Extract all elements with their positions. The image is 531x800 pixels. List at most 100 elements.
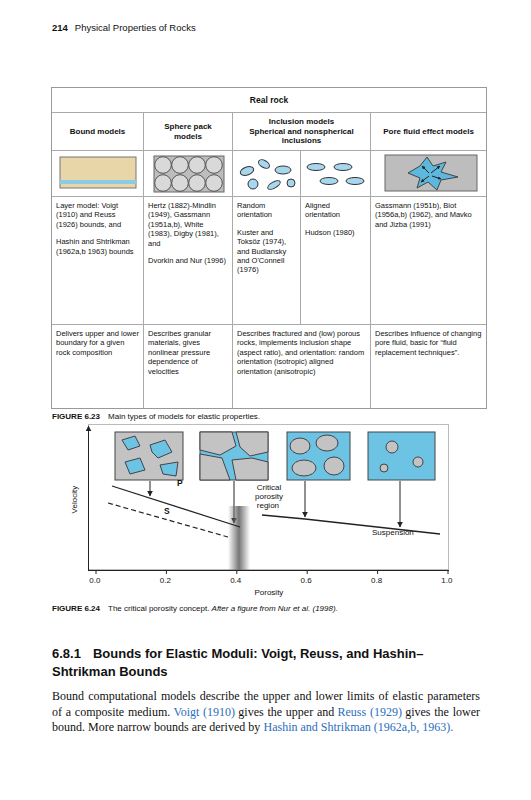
cell-text: Hertz (1882)-Mindlin (1949), Gassmann (1…: [148, 201, 228, 248]
pore: [122, 436, 140, 450]
axis-title-block: Porosity: [240, 588, 300, 597]
cell-text: Describes fractured and (low) porous roc…: [237, 329, 366, 376]
grain: [200, 454, 230, 480]
region-label-block: Critical porosity region: [243, 483, 295, 511]
rock-sketch: [200, 432, 268, 480]
layer-sketch: [60, 157, 136, 188]
sphere: [206, 175, 223, 192]
table-cell: Aligned orientationHudson (1980): [300, 196, 370, 324]
table-cell: Random orientationKuster and Toksöz (197…: [232, 196, 300, 324]
pore-fluid: [408, 157, 458, 190]
cell-text: Layer model: Voigt (1910) and Reuss (192…: [56, 201, 139, 229]
pressure-arrow: [432, 176, 441, 179]
inclusion: [266, 179, 281, 191]
tick-label: 0.6: [301, 576, 312, 585]
curve-label: P: [177, 478, 183, 488]
figure-caption: FIGURE 6.24: [52, 604, 100, 613]
tick-label-block: 1.0: [433, 576, 463, 585]
model-table: Real rockBound modelsSphere pack modelsI…: [52, 88, 486, 408]
column-header: Pore fluid effect models: [383, 127, 474, 137]
grain: [232, 458, 268, 480]
body-paragraph: Reuss (1929): [337, 705, 401, 719]
s-velocity-curve: [108, 503, 228, 537]
table-cell: Delivers upper and lower boundary for a …: [52, 324, 143, 408]
tick-label-block: 0.8: [363, 576, 393, 585]
column-header-cell: Bound models: [52, 112, 143, 150]
pressure-arrow: [421, 176, 429, 182]
critical-band: [228, 506, 250, 570]
column-header: Spherical and nonspherical inclusions: [241, 127, 362, 146]
table-cell: Describes influence of changing pore flu…: [370, 324, 486, 408]
curve-label-block: P: [177, 478, 191, 488]
table-rule: [143, 150, 144, 196]
cell-text: Describes influence of changing pore flu…: [375, 329, 482, 357]
cell-text: Delivers upper and lower boundary for a …: [56, 329, 139, 357]
grain: [386, 441, 398, 453]
grain: [324, 457, 344, 475]
body-paragraph: gives the upper and: [238, 705, 334, 719]
table-rule: [300, 150, 301, 196]
cell-text: Dvorkin and Nur (1996): [148, 256, 228, 265]
cell-text: Gassmann (1951b), Biot (1956a,b) (1962),…: [375, 201, 482, 229]
x-axis: [88, 570, 449, 571]
p-velocity-curve: [112, 486, 240, 527]
running-head: Physical Properties of Rocks: [75, 22, 196, 33]
grain-sketch: [385, 155, 477, 191]
running-head: 214: [52, 22, 68, 33]
cell-text: Kuster and Toksöz (1974), and Budiansky …: [237, 228, 296, 275]
table-cell: Layer model: Voigt (1910) and Reuss (192…: [52, 196, 143, 324]
tick-label: 1.0: [441, 576, 452, 585]
figure-caption-block: FIGURE 6.23Main types of models for elas…: [52, 412, 482, 421]
column-header-cell: Inclusion modelsSpherical and nonspheric…: [232, 112, 370, 150]
grain: [292, 460, 316, 476]
sphere: [172, 157, 189, 174]
sphere: [206, 157, 223, 174]
section-heading: 6.8.1: [52, 646, 81, 661]
sphere: [189, 175, 206, 192]
axis-tick: [448, 570, 449, 574]
grain: [236, 432, 268, 456]
inclusion: [307, 164, 325, 171]
inclusion: [346, 178, 364, 185]
figure-caption: After a figure from Nur et al. (1998).: [212, 604, 338, 613]
table-cell: Describes granular materials, gives nonl…: [143, 324, 232, 408]
pressure-arrow: [431, 166, 440, 173]
axis-tick: [166, 570, 167, 574]
table-rule: [370, 150, 371, 196]
plot-frame: [89, 425, 449, 570]
pointer-arrow: [400, 481, 401, 527]
inclusion: [239, 165, 255, 177]
cell-text: Hudson (1980): [305, 228, 366, 237]
grain: [290, 438, 310, 454]
axis-tick: [307, 570, 308, 574]
inclusion: [257, 158, 271, 170]
axis-tick: [236, 570, 237, 574]
region-label: Suspension: [372, 528, 414, 537]
sphere: [189, 157, 206, 174]
tick-label-block: 0.6: [292, 576, 322, 585]
column-header: Inclusion models: [269, 117, 334, 127]
sphere: [155, 175, 172, 192]
axis-title-block: Velocity: [70, 469, 79, 529]
running-head-block: 214 Physical Properties of Rocks: [52, 22, 472, 33]
tick-label-block: 0.0: [81, 576, 111, 585]
region-label: Critical porosity region: [255, 483, 283, 510]
tick-label: 0.0: [89, 576, 100, 585]
pointer-arrow: [305, 481, 306, 517]
rock-sketch: [287, 432, 350, 480]
column-header-cell: Sphere pack models: [143, 112, 232, 150]
cell-text: Describes granular materials, gives nonl…: [148, 329, 228, 376]
column-header: Sphere pack models: [152, 122, 224, 141]
column-header: Bound models: [70, 127, 126, 137]
grain: [413, 457, 423, 467]
curve-label: S: [164, 506, 170, 516]
pointer-arrow: [150, 481, 151, 496]
grain: [316, 435, 338, 451]
cell-text: Random orientation: [237, 201, 296, 220]
tick-label: 0.4: [230, 576, 241, 585]
sphere-pack: [154, 156, 224, 192]
pore: [160, 462, 178, 476]
cell-text: Hashin and Shtrikman (1962a,b 1963) boun…: [56, 237, 139, 256]
curve-label-block: S: [164, 506, 178, 516]
